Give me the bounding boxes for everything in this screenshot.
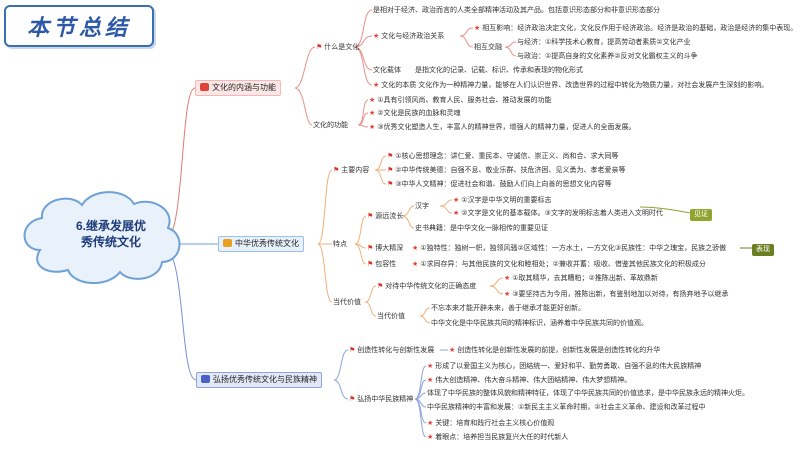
node-jiaorong: 相互交融 <box>474 44 502 51</box>
star-icon: ★ <box>369 97 376 104</box>
central-topic-line1: 6.继承发展优 <box>75 219 146 233</box>
node-spirit-4: 中华民族精神的丰富和发展：①新民主主义革命时期，②社会主义革命、建设和改革过程中 <box>427 404 706 411</box>
node-inclusive[interactable]: ⚑包容性 <box>367 261 397 268</box>
branch-traditional-culture[interactable]: 中华优秀传统文化 <box>218 236 304 252</box>
node-history: 史书典籍：是中华文化一脉相传的重要见证 <box>415 225 548 232</box>
branch-label: 文化的内涵与功能 <box>212 83 276 92</box>
node-econ-politics[interactable]: ★文化与经济政治关系 <box>373 33 445 40</box>
star-icon: ★ <box>453 210 460 217</box>
flag-icon: ⚑ <box>377 283 384 290</box>
star-icon: ★ <box>453 197 460 204</box>
node-spirit-5: ★关键：培育和践行社会主义核心价值观 <box>427 420 555 427</box>
node-function-3: ★③优秀文化塑造人生，丰富人的精神世界，增强人的精神力量，促进人的全面发展。 <box>369 124 636 131</box>
node-hanzi-2: ★②文字是文化的基本载体。③文字的发明标志着人类进入文明时代 <box>453 210 663 217</box>
node-hanzi: 汉字 <box>415 203 429 210</box>
node-function-2: ★②文化是民族的血脉和灵魂 <box>369 110 461 117</box>
banner-title: 本节总结 <box>26 15 131 41</box>
node-origin[interactable]: ⚑源远流长 <box>367 213 404 220</box>
node-content-2: ⚑②中华传统美德：自强不息、敬业乐群、扶危济困、见义勇为、孝老爱亲等 <box>387 167 626 174</box>
branch-label: 弘扬优秀传统文化与民族精神 <box>213 375 317 384</box>
node-spirit-1: ★形成了以爱国主义为核心，团结统一、爱好和平、勤劳勇敢、自强不息的伟大民族精神 <box>427 363 702 370</box>
node-inclusive-text: ★①求同存异：与其他民族的文化和睦相处；②兼收并蓄：吸收、借鉴其他民族文化的积极… <box>412 261 706 268</box>
node-transform[interactable]: ⚑创造性转化与创新性发展 <box>349 347 435 354</box>
node-interplay: ★相互影响：经济政治决定文化，文化反作用于经济政治。经济是政治的基础，政治是经济… <box>474 25 798 32</box>
node-hanzi-1: ★①汉字是中华文明的重要标志 <box>453 197 552 204</box>
summary-banner: 本节总结 <box>4 5 154 47</box>
node-with-politics: 与政治：①提高自身的文化素养②反对文化霸权主义的斗争 <box>517 53 698 60</box>
flag-icon: ⚑ <box>316 44 323 51</box>
node-spirit-2: ★伟大创造精神、伟大奋斗精神、伟大团结精神、伟大梦想精神。 <box>427 377 632 384</box>
node-attitude-2: ★③要坚持古为今用，推陈出新，有鉴别地加以对待，有扬弃地予以继承 <box>504 291 729 298</box>
flag-icon: ⚑ <box>367 245 374 252</box>
flag-icon: ⚑ <box>387 153 394 160</box>
branch-culture-meaning[interactable]: 文化的内涵与功能 <box>195 80 281 96</box>
node-what-is-culture[interactable]: ⚑什么是文化 <box>316 44 360 51</box>
node-function-1: ★①具有引领风尚、教育人民、服务社会、推动发展的功能 <box>369 97 552 104</box>
node-content-3: ⚑③中华人文精神：促进社会和谐、鼓励人们向上向善的思想文化内容等 <box>387 181 612 188</box>
star-icon: ★ <box>474 25 481 32</box>
central-topic-line2: 秀传统文化 <box>80 235 141 249</box>
node-function[interactable]: 文化的功能 <box>313 122 348 129</box>
star-icon: ★ <box>373 33 380 40</box>
central-topic: 6.继承发展优 秀传统文化 <box>56 218 166 250</box>
flag-icon: ⚑ <box>387 181 394 188</box>
central-cloud-shape <box>23 191 181 285</box>
node-with-econ: 与经济：①科学技术心教育，提高劳动者素质②文化产业 <box>517 39 691 46</box>
node-culture-def: 是相对于经济、政治而言的人类全部精神活动及其产品。包括意识形态部分和非意识形态部… <box>373 7 660 14</box>
branch-label: 中华优秀传统文化 <box>235 239 299 248</box>
flag-icon: ⚑ <box>349 396 356 403</box>
star-icon: ★ <box>427 363 434 370</box>
node-spirit[interactable]: ⚑弘扬中华民族精神 <box>349 396 414 403</box>
flag-icon: ⚑ <box>367 261 374 268</box>
node-value-1: 不忘本来才能开辟未来，善于继承才能更好创新。 <box>431 305 585 312</box>
star-icon: ★ <box>412 261 419 268</box>
node-value-2: 中华文化是中华民族共同的精神标识，涵养着中华民族共同的价值观。 <box>431 320 648 327</box>
node-content-1: ⚑①核心思想理念：讲仁爱、重民本、守诚信、崇正义、尚和合、求大同等 <box>387 153 619 160</box>
flag-icon: ⚑ <box>333 167 340 174</box>
node-spirit-3: 体现了中华民族的整体风貌和精神特征，体现了中华民族共同的价值追求，是中华民族永远… <box>427 390 749 397</box>
star-icon: ★ <box>369 110 376 117</box>
node-broad[interactable]: ⚑博大精深 <box>367 245 404 252</box>
node-essence: ★文化的本质 文化作为一种精神力量，能够在人们认识世界、改造世界的过程中转化为物… <box>373 82 769 89</box>
star-icon: ★ <box>449 347 456 354</box>
flag-icon: ⚑ <box>349 347 356 354</box>
node-spirit-6: ★着眼点：培养担当民族复兴大任的时代新人 <box>427 434 569 441</box>
node-broad-text: ★①独特性：独树一帜，独领风骚②区域性：一方水土，一方文化③民族性：中华之瑰宝，… <box>412 245 727 252</box>
node-attitude-1: ★①取其精华，去其糟粕；②推陈出新、革故鼎新 <box>504 275 658 282</box>
star-icon: ★ <box>427 434 434 441</box>
tag-manifest: 表现 <box>752 244 774 256</box>
node-value[interactable]: 当代价值 <box>333 299 361 306</box>
branch-badge-icon <box>200 83 209 91</box>
node-attitude: ⚑对待中华传统文化的正确态度 <box>377 283 477 290</box>
star-icon: ★ <box>369 124 376 131</box>
branch-badge-icon <box>201 375 210 383</box>
star-icon: ★ <box>373 82 380 89</box>
node-features[interactable]: 特点 <box>333 241 347 248</box>
flag-icon: ⚑ <box>367 213 374 220</box>
star-icon: ★ <box>504 291 511 298</box>
star-icon: ★ <box>504 275 511 282</box>
branch-badge-icon <box>223 239 232 247</box>
star-icon: ★ <box>412 245 419 252</box>
star-icon: ★ <box>427 377 434 384</box>
node-contemporary-value: 当代价值 <box>377 313 405 320</box>
node-main-content[interactable]: ⚑主要内容 <box>333 167 370 174</box>
flag-icon: ⚑ <box>387 167 394 174</box>
branch-national-spirit[interactable]: 弘扬优秀传统文化与民族精神 <box>196 372 322 388</box>
star-icon: ★ <box>427 420 434 427</box>
node-transform-text: ★创造性转化是创新性发展的前提，创新性发展是创造性转化的升华 <box>449 347 661 354</box>
node-carrier: 文化载体 是指文化的记录、记载、标识、传承和表现的物化形式 <box>373 67 583 74</box>
tag-witness: 见证 <box>690 209 712 221</box>
